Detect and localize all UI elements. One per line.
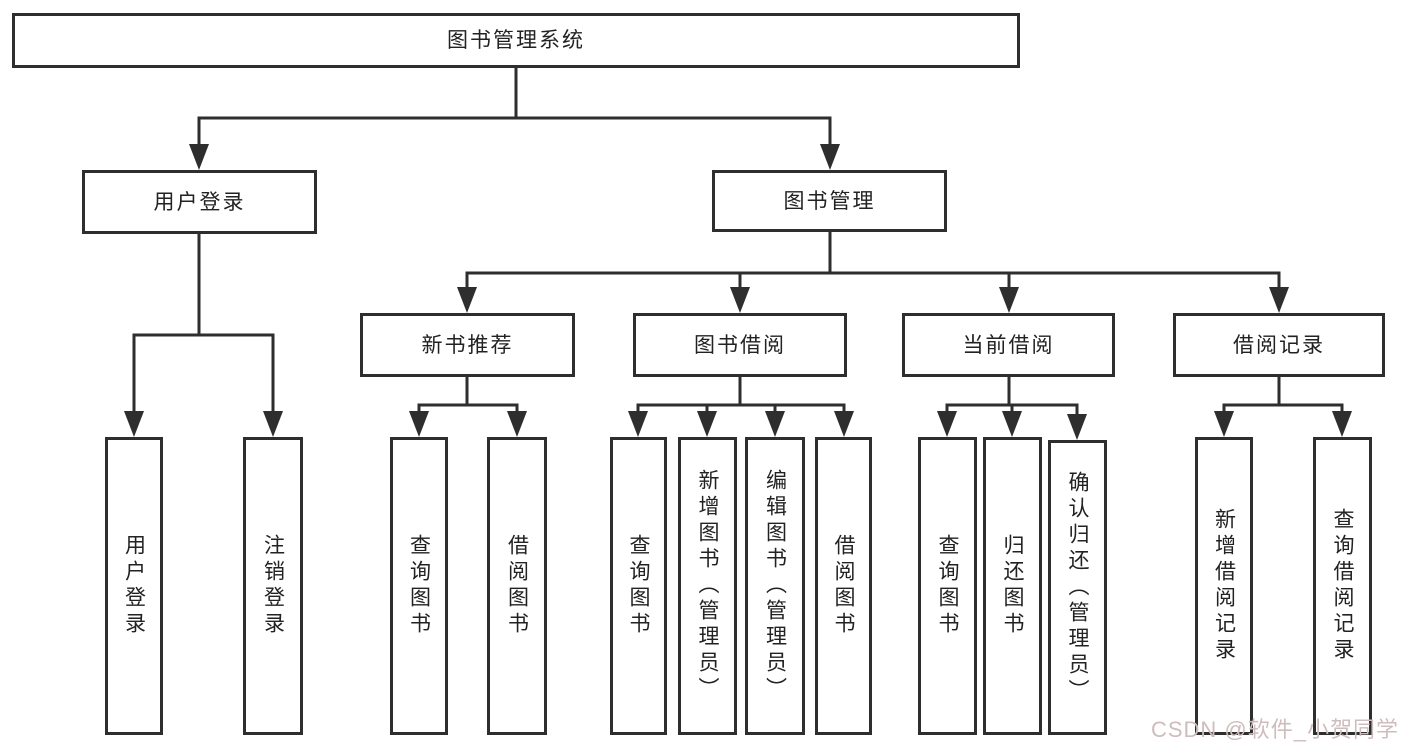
node-current-borrowing: 当前借阅 — [902, 313, 1115, 377]
node-label: 注销登录 — [261, 534, 285, 638]
node-label: 新书推荐 — [421, 333, 514, 357]
node-label: 当前借阅 — [962, 333, 1055, 357]
node-borrow-records: 借阅记录 — [1173, 313, 1385, 377]
leaf-add-borrow-record: 新增借阅记录 — [1195, 437, 1253, 735]
node-label: 图书管理系统 — [447, 29, 585, 52]
node-book-borrowing: 图书借阅 — [633, 313, 847, 377]
node-label: 确认归还（管理员） — [1066, 470, 1089, 705]
leaf-borrow-books-recommend: 借阅图书 — [487, 437, 547, 735]
csdn-watermark: CSDN @软件_小贺同学 — [1150, 717, 1399, 742]
node-book-management: 图书管理 — [712, 170, 947, 232]
leaf-user-login: 用户登录 — [105, 437, 163, 735]
node-label: 用户登录 — [153, 190, 246, 214]
leaf-confirm-return-admin: 确认归还（管理员） — [1048, 440, 1107, 735]
node-label: 借阅图书 — [832, 534, 855, 638]
node-label: 图书借阅 — [694, 333, 786, 357]
node-label: 查询图书 — [627, 534, 650, 638]
node-label: 编辑图书（管理员） — [763, 469, 787, 703]
leaf-borrow-books: 借阅图书 — [815, 437, 872, 735]
leaf-edit-book-admin: 编辑图书（管理员） — [745, 437, 805, 735]
leaf-logout: 注销登录 — [243, 437, 303, 735]
leaf-return-books: 归还图书 — [983, 437, 1042, 735]
leaf-query-books-borrow: 查询图书 — [610, 437, 667, 735]
node-label: 借阅图书 — [505, 534, 529, 638]
node-new-book-recommend: 新书推荐 — [360, 313, 575, 377]
node-label: 归还图书 — [1001, 534, 1024, 638]
node-label: 查询借阅记录 — [1331, 508, 1354, 664]
node-label: 新增借阅记录 — [1212, 508, 1236, 664]
node-label: 查询图书 — [936, 534, 959, 638]
node-label: 新增图书（管理员） — [696, 469, 719, 703]
node-label: 查询图书 — [407, 534, 431, 638]
leaf-query-books-recommend: 查询图书 — [390, 437, 448, 735]
node-label: 借阅记录 — [1233, 333, 1325, 357]
leaf-query-books-current: 查询图书 — [918, 437, 977, 735]
node-user-login: 用户登录 — [82, 170, 317, 234]
node-label: 用户登录 — [122, 534, 146, 638]
leaf-add-book-admin: 新增图书（管理员） — [678, 437, 737, 735]
node-root: 图书管理系统 — [12, 13, 1020, 68]
node-label: 图书管理 — [783, 189, 876, 213]
leaf-query-borrow-record: 查询借阅记录 — [1313, 437, 1372, 735]
